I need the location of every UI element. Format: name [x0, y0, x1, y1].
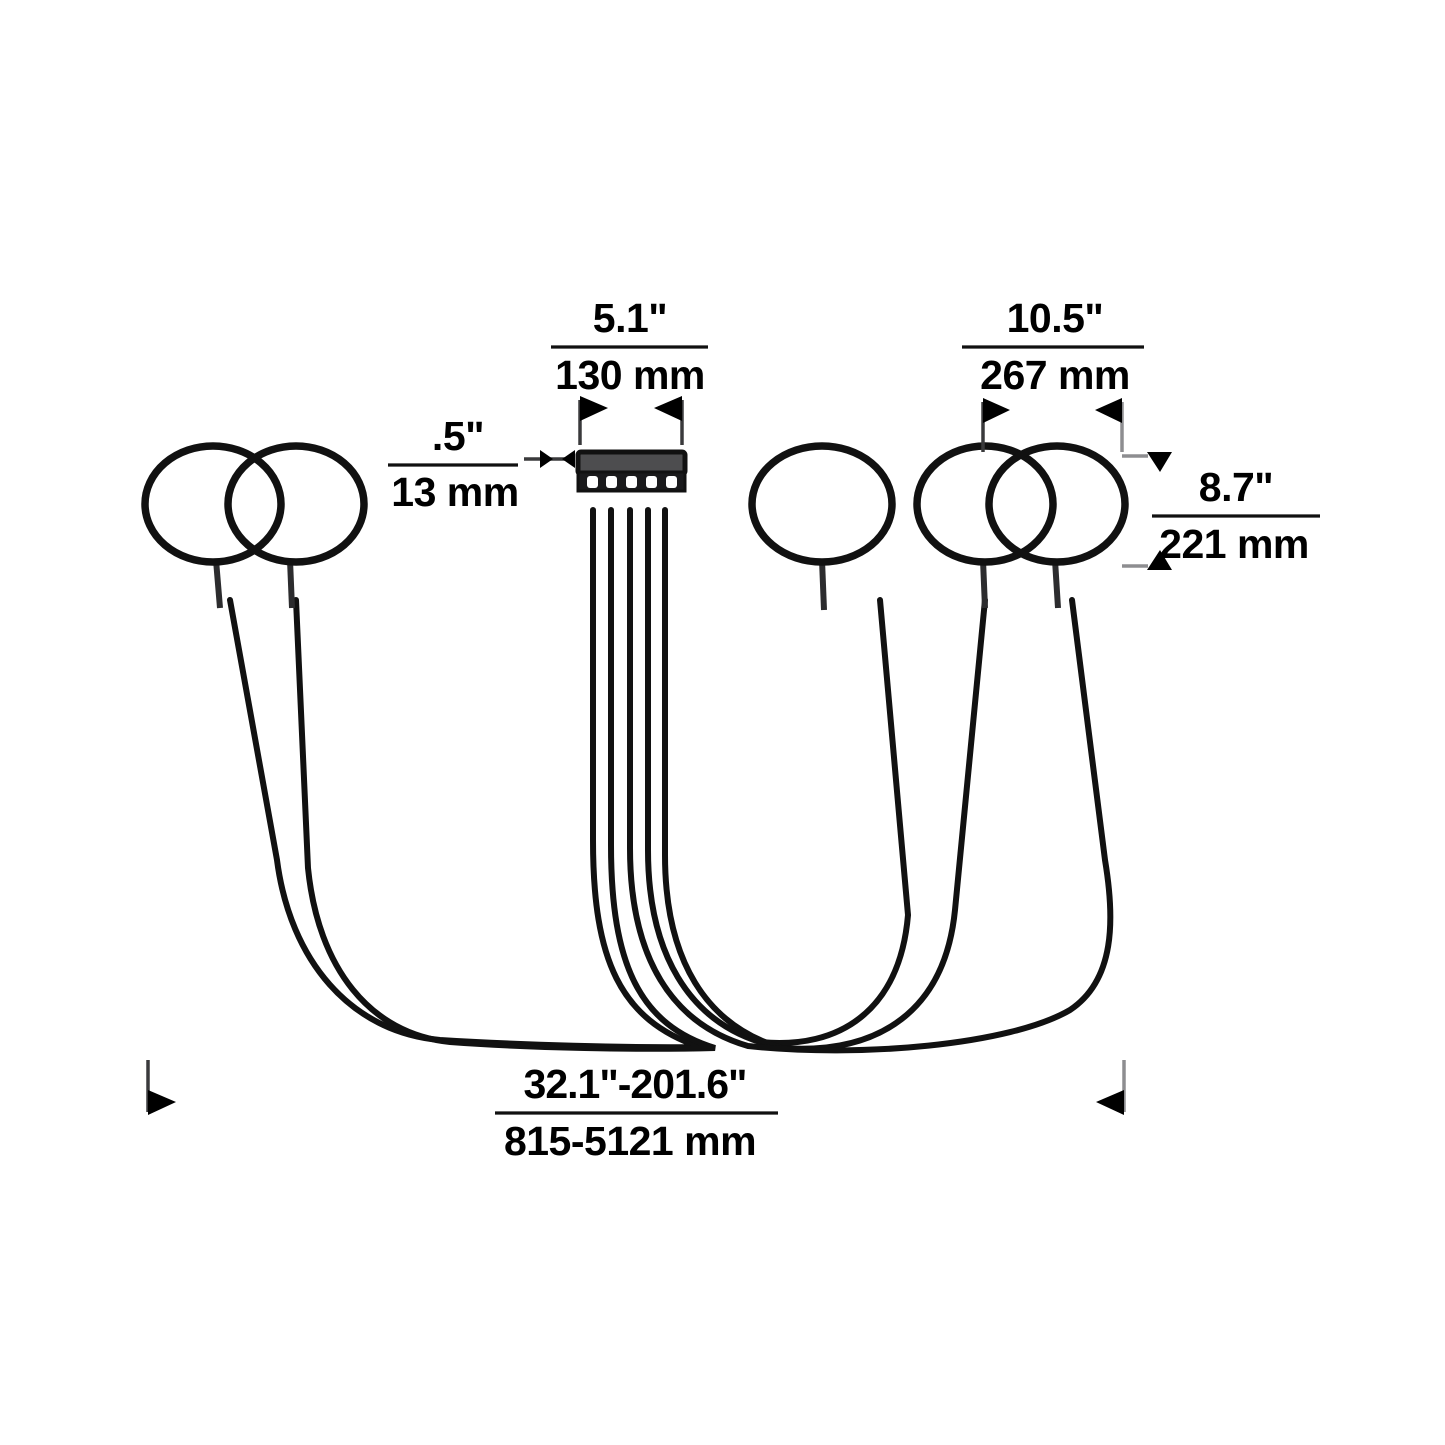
canopy-width-arrow-left: [580, 396, 608, 421]
dim-canopy-height: .5" 13 mm: [388, 413, 575, 515]
globe-center: [748, 442, 896, 566]
dim-globe-height: 8.7" 221 mm: [1122, 452, 1320, 570]
dim-globe-pair-width: 10.5" 267 mm: [962, 295, 1144, 452]
canopy-width-imperial-label: 5.1": [593, 295, 667, 341]
globe-height-arrow-top: [1147, 452, 1172, 472]
globe-stem-group: [213, 559, 1061, 611]
canopy-height-metric-label: 13 mm: [391, 469, 518, 515]
globe-height-imperial-label: 8.7": [1199, 464, 1273, 510]
dim-overall-width: 32.1"-201.6" 815-5121 mm: [146, 1060, 1126, 1164]
stem-center: [819, 559, 827, 611]
overall-width-metric-label: 815-5121 mm: [504, 1118, 756, 1164]
globe-height-arrow-bottom: [1147, 550, 1172, 570]
stem-right-inner: [980, 559, 988, 609]
globe-pair-arrow-left: [983, 398, 1010, 423]
canopy-height-imperial-label: .5": [432, 413, 484, 459]
globe-pair-arrow-right: [1095, 398, 1122, 423]
globe-left-inner: [224, 442, 368, 566]
canopy-outlet-2: [606, 476, 617, 488]
cord-right-outer: [627, 507, 1114, 1054]
stem-left-inner: [287, 559, 295, 609]
overall-width-arrow-left: [148, 1090, 176, 1115]
globe-left-outer: [141, 442, 285, 566]
stem-right-outer: [1052, 559, 1061, 609]
globe-right-outer: [985, 442, 1129, 566]
canopy-height-arrow-bottom: [562, 450, 575, 468]
globe-height-metric-label: 221 mm: [1159, 521, 1309, 567]
globe-right-inner: [913, 442, 1057, 566]
canopy-width-metric-label: 130 mm: [555, 352, 705, 398]
canopy-outlet-4: [646, 476, 657, 488]
cord-left-inner: [293, 507, 716, 1052]
canopy-width-arrow-right: [654, 396, 682, 421]
canopy-outlet-5: [666, 476, 677, 488]
canopy-outlet-3: [626, 476, 637, 488]
overall-width-arrow-right: [1096, 1090, 1124, 1115]
globe-pair-width-metric-label: 267 mm: [980, 352, 1130, 398]
overall-width-imperial-label: 32.1"-201.6": [524, 1061, 747, 1107]
canopy: [575, 449, 688, 493]
dim-canopy-width: 5.1" 130 mm: [551, 295, 708, 445]
canopy-height-arrow-top: [540, 450, 553, 468]
canopy-outlet-1: [587, 476, 598, 488]
globe-pair-width-imperial-label: 10.5": [1007, 295, 1104, 341]
globe-group: [141, 442, 1129, 566]
cord-group: [227, 507, 1114, 1054]
stem-left-outer: [213, 559, 223, 609]
